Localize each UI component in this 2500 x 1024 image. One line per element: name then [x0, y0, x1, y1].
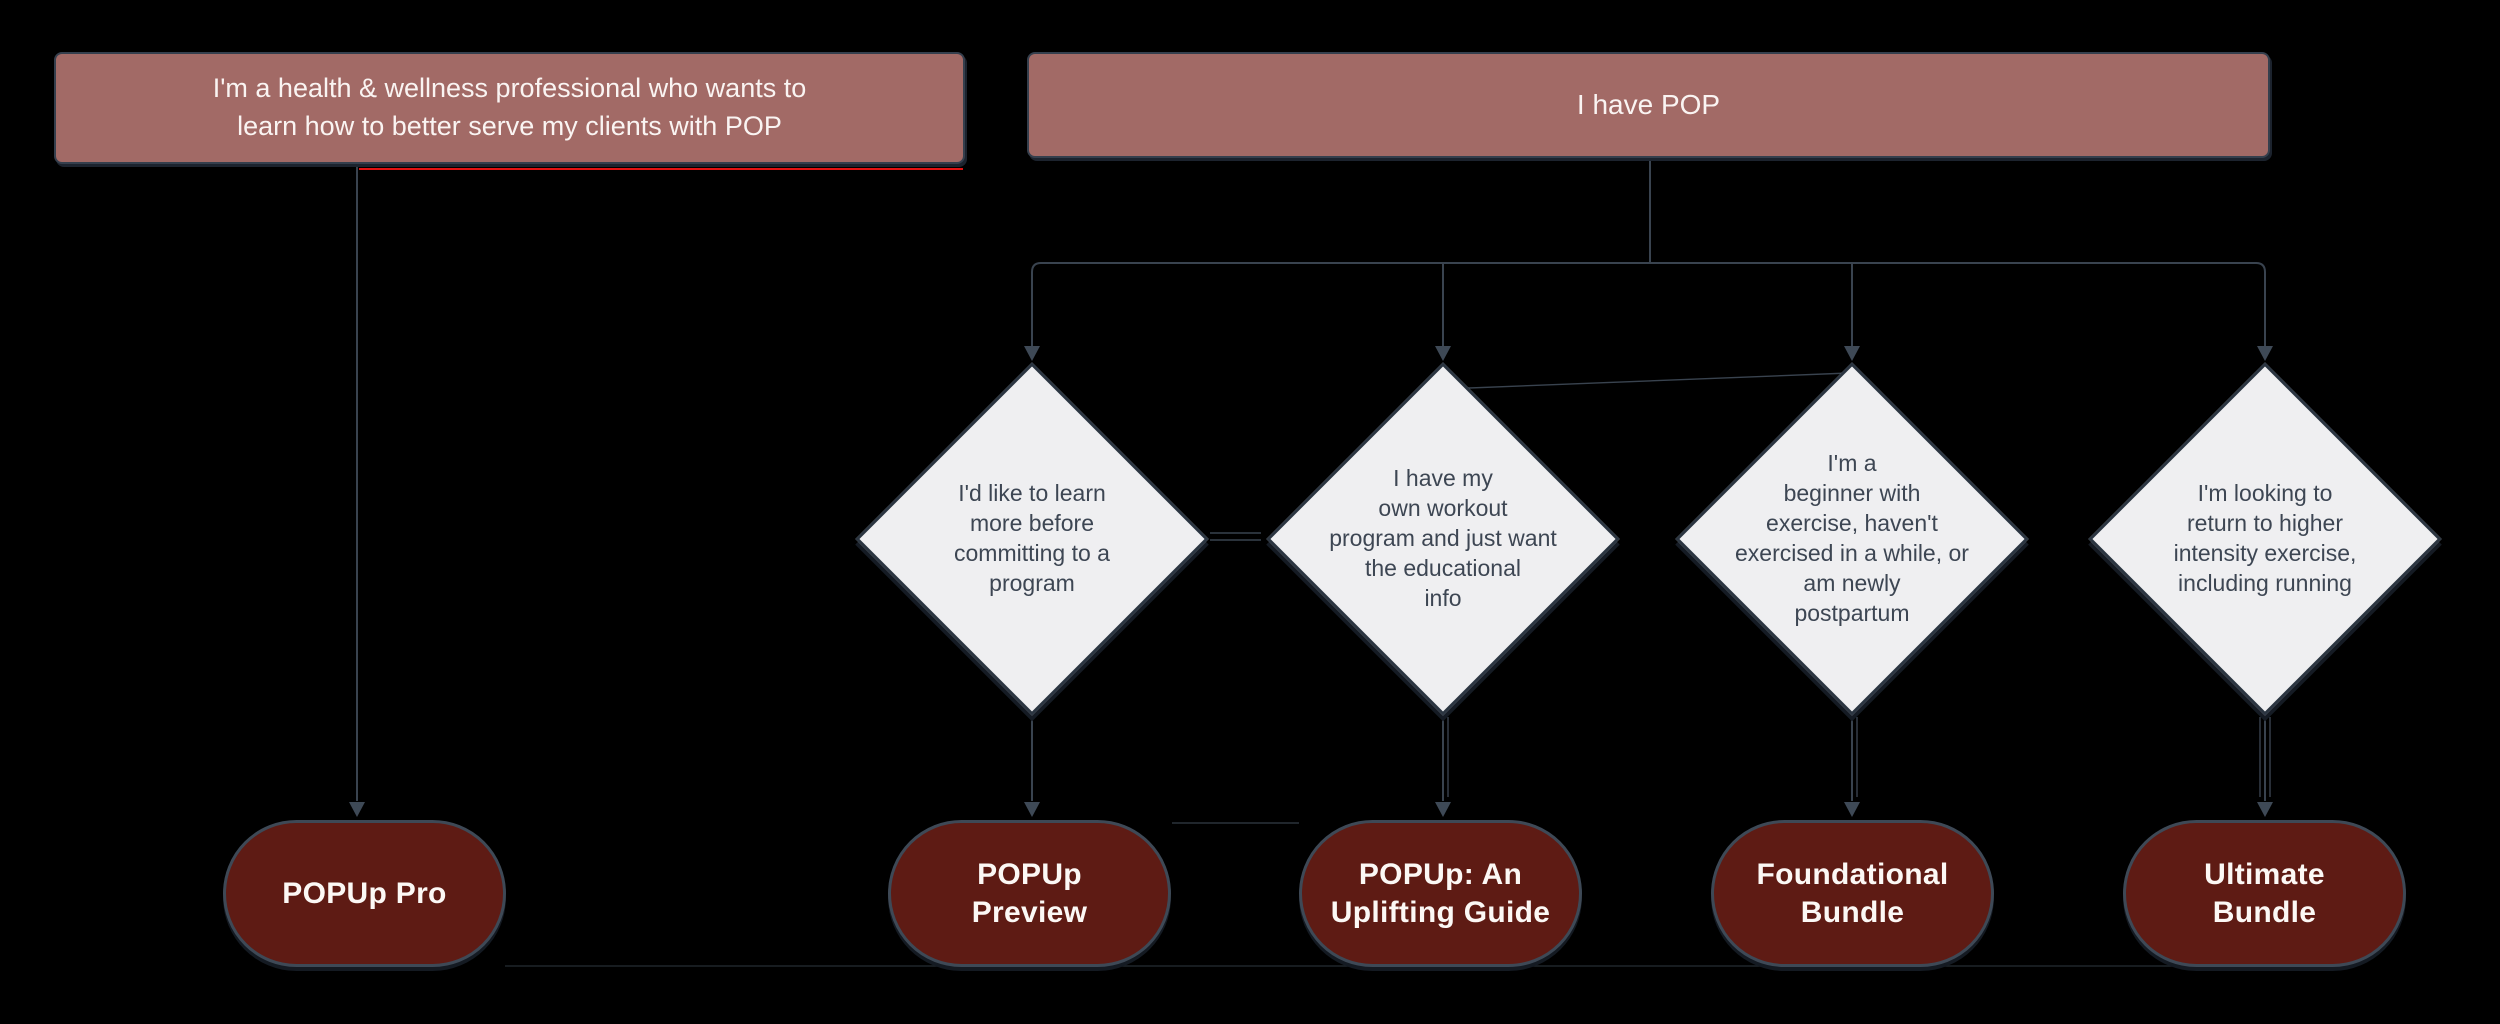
- arrowhead-outcome5: [2257, 802, 2273, 817]
- node-i-have-pop: I have POP: [1027, 52, 2270, 158]
- outcome-popup-preview: POPUp Preview: [888, 820, 1171, 967]
- decision-label-learn-more: I'd like to learn more before committing…: [954, 480, 1110, 596]
- decision-label-higher-intensity: I'm looking to return to higher intensit…: [2173, 480, 2357, 596]
- outcome-popup-uplifting-guide: POPUp: An Uplifting Guide: [1299, 820, 1582, 967]
- decision-label-beginner: I'm a beginner with exercise, haven't ex…: [1735, 450, 1969, 626]
- outcome-foundational-bundle: Foundational Bundle: [1711, 820, 1994, 967]
- edge-fork-rail: [1031, 262, 2266, 348]
- decision-label-own-program: I have my own workout program and just w…: [1329, 465, 1557, 611]
- arrowhead-outcome3: [1435, 802, 1451, 817]
- outcome-popup-pro: POPUp Pro: [223, 820, 506, 967]
- arrowhead-decision1: [1024, 346, 1040, 361]
- outcome-ultimate-bundle: Ultimate Bundle: [2123, 820, 2406, 967]
- arrowhead-decision3: [1844, 346, 1860, 361]
- arrowhead-decision4: [2257, 346, 2273, 361]
- arrowhead-outcome4: [1844, 802, 1860, 817]
- edge-diamond2-diamond3-top: [1443, 372, 1850, 390]
- arrowhead-decision2: [1435, 346, 1451, 361]
- node-health-professional: I'm a health & wellness professional who…: [54, 52, 965, 164]
- arrowheads: [349, 346, 2273, 817]
- arrowhead-popup-pro: [349, 802, 365, 817]
- connector-lines: [356, 160, 2266, 801]
- arrowhead-outcome2: [1024, 802, 1040, 817]
